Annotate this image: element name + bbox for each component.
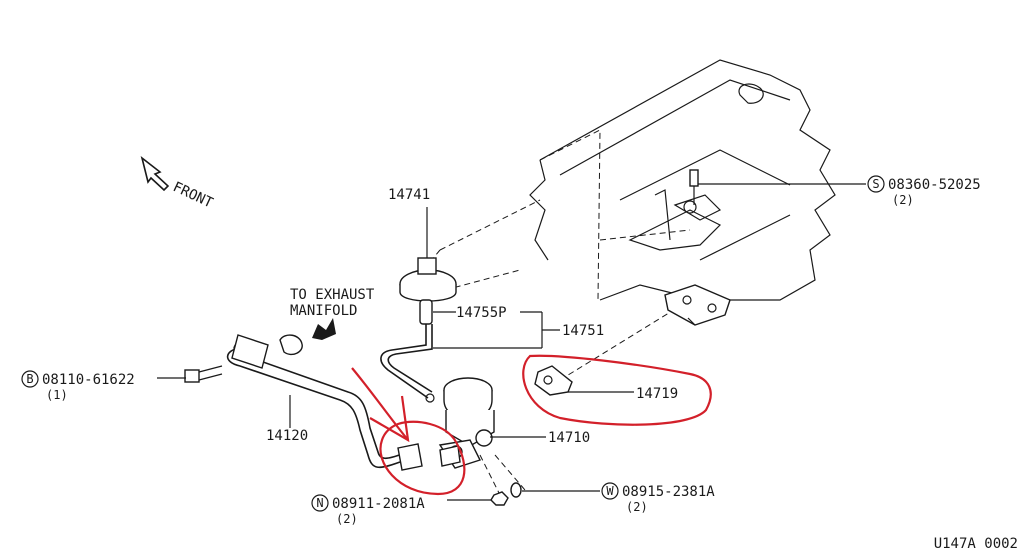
fastener-n-qty: (2) bbox=[336, 512, 358, 526]
exhaust-label-line1: TO EXHAUST bbox=[290, 287, 375, 303]
fastener-s-qty: (2) bbox=[892, 193, 914, 207]
front-label: FRONT bbox=[170, 179, 215, 212]
egr-control-valve-14741 bbox=[399, 207, 457, 302]
bolt-s bbox=[689, 169, 699, 205]
front-arrow-icon bbox=[140, 155, 170, 192]
fastener-w-circle: W bbox=[601, 482, 619, 500]
leader-lines bbox=[157, 183, 866, 501]
fastener-w-qty: (2) bbox=[626, 500, 648, 514]
exhaust-label-line2: MANIFOLD bbox=[290, 303, 357, 319]
fastener-w-number: 08915-2381A bbox=[622, 484, 715, 500]
fastener-n-circle: N bbox=[311, 494, 329, 512]
washer-w bbox=[510, 482, 522, 498]
bolt-b bbox=[184, 365, 223, 383]
engine-block-outline bbox=[529, 59, 836, 301]
part-label-14751: 14751 bbox=[562, 323, 604, 339]
svg-text:S: S bbox=[872, 177, 879, 191]
gasket-14719 bbox=[534, 365, 573, 396]
fastener-n-number: 08911-2081A bbox=[332, 496, 425, 512]
red-annotations bbox=[351, 354, 712, 496]
exhaust-arrow-icon bbox=[312, 318, 336, 340]
connector-14755p bbox=[380, 299, 433, 399]
part-label-14755p: 14755P bbox=[456, 305, 507, 321]
svg-text:B: B bbox=[26, 372, 33, 386]
egr-tube-14120 bbox=[226, 334, 461, 471]
part-label-14741: 14741 bbox=[388, 187, 430, 203]
fastener-b-qty: (1) bbox=[46, 388, 68, 402]
fastener-s-number: 08360-52025 bbox=[888, 177, 981, 193]
fastener-b-circle: B bbox=[21, 370, 39, 388]
part-label-14120: 14120 bbox=[266, 428, 308, 444]
dashed-guides bbox=[429, 129, 691, 496]
figure-code: U147A 0002 bbox=[934, 536, 1018, 552]
part-label-14719: 14719 bbox=[636, 386, 678, 402]
nut-n bbox=[490, 491, 509, 506]
svg-text:W: W bbox=[606, 484, 614, 498]
svg-text:N: N bbox=[316, 496, 323, 510]
fastener-b-number: 08110-61622 bbox=[42, 372, 135, 388]
manifold-flange bbox=[664, 284, 731, 326]
egr-valve-14710 bbox=[425, 377, 495, 469]
part-label-14710: 14710 bbox=[548, 430, 590, 446]
fastener-s-circle: S bbox=[867, 175, 885, 193]
